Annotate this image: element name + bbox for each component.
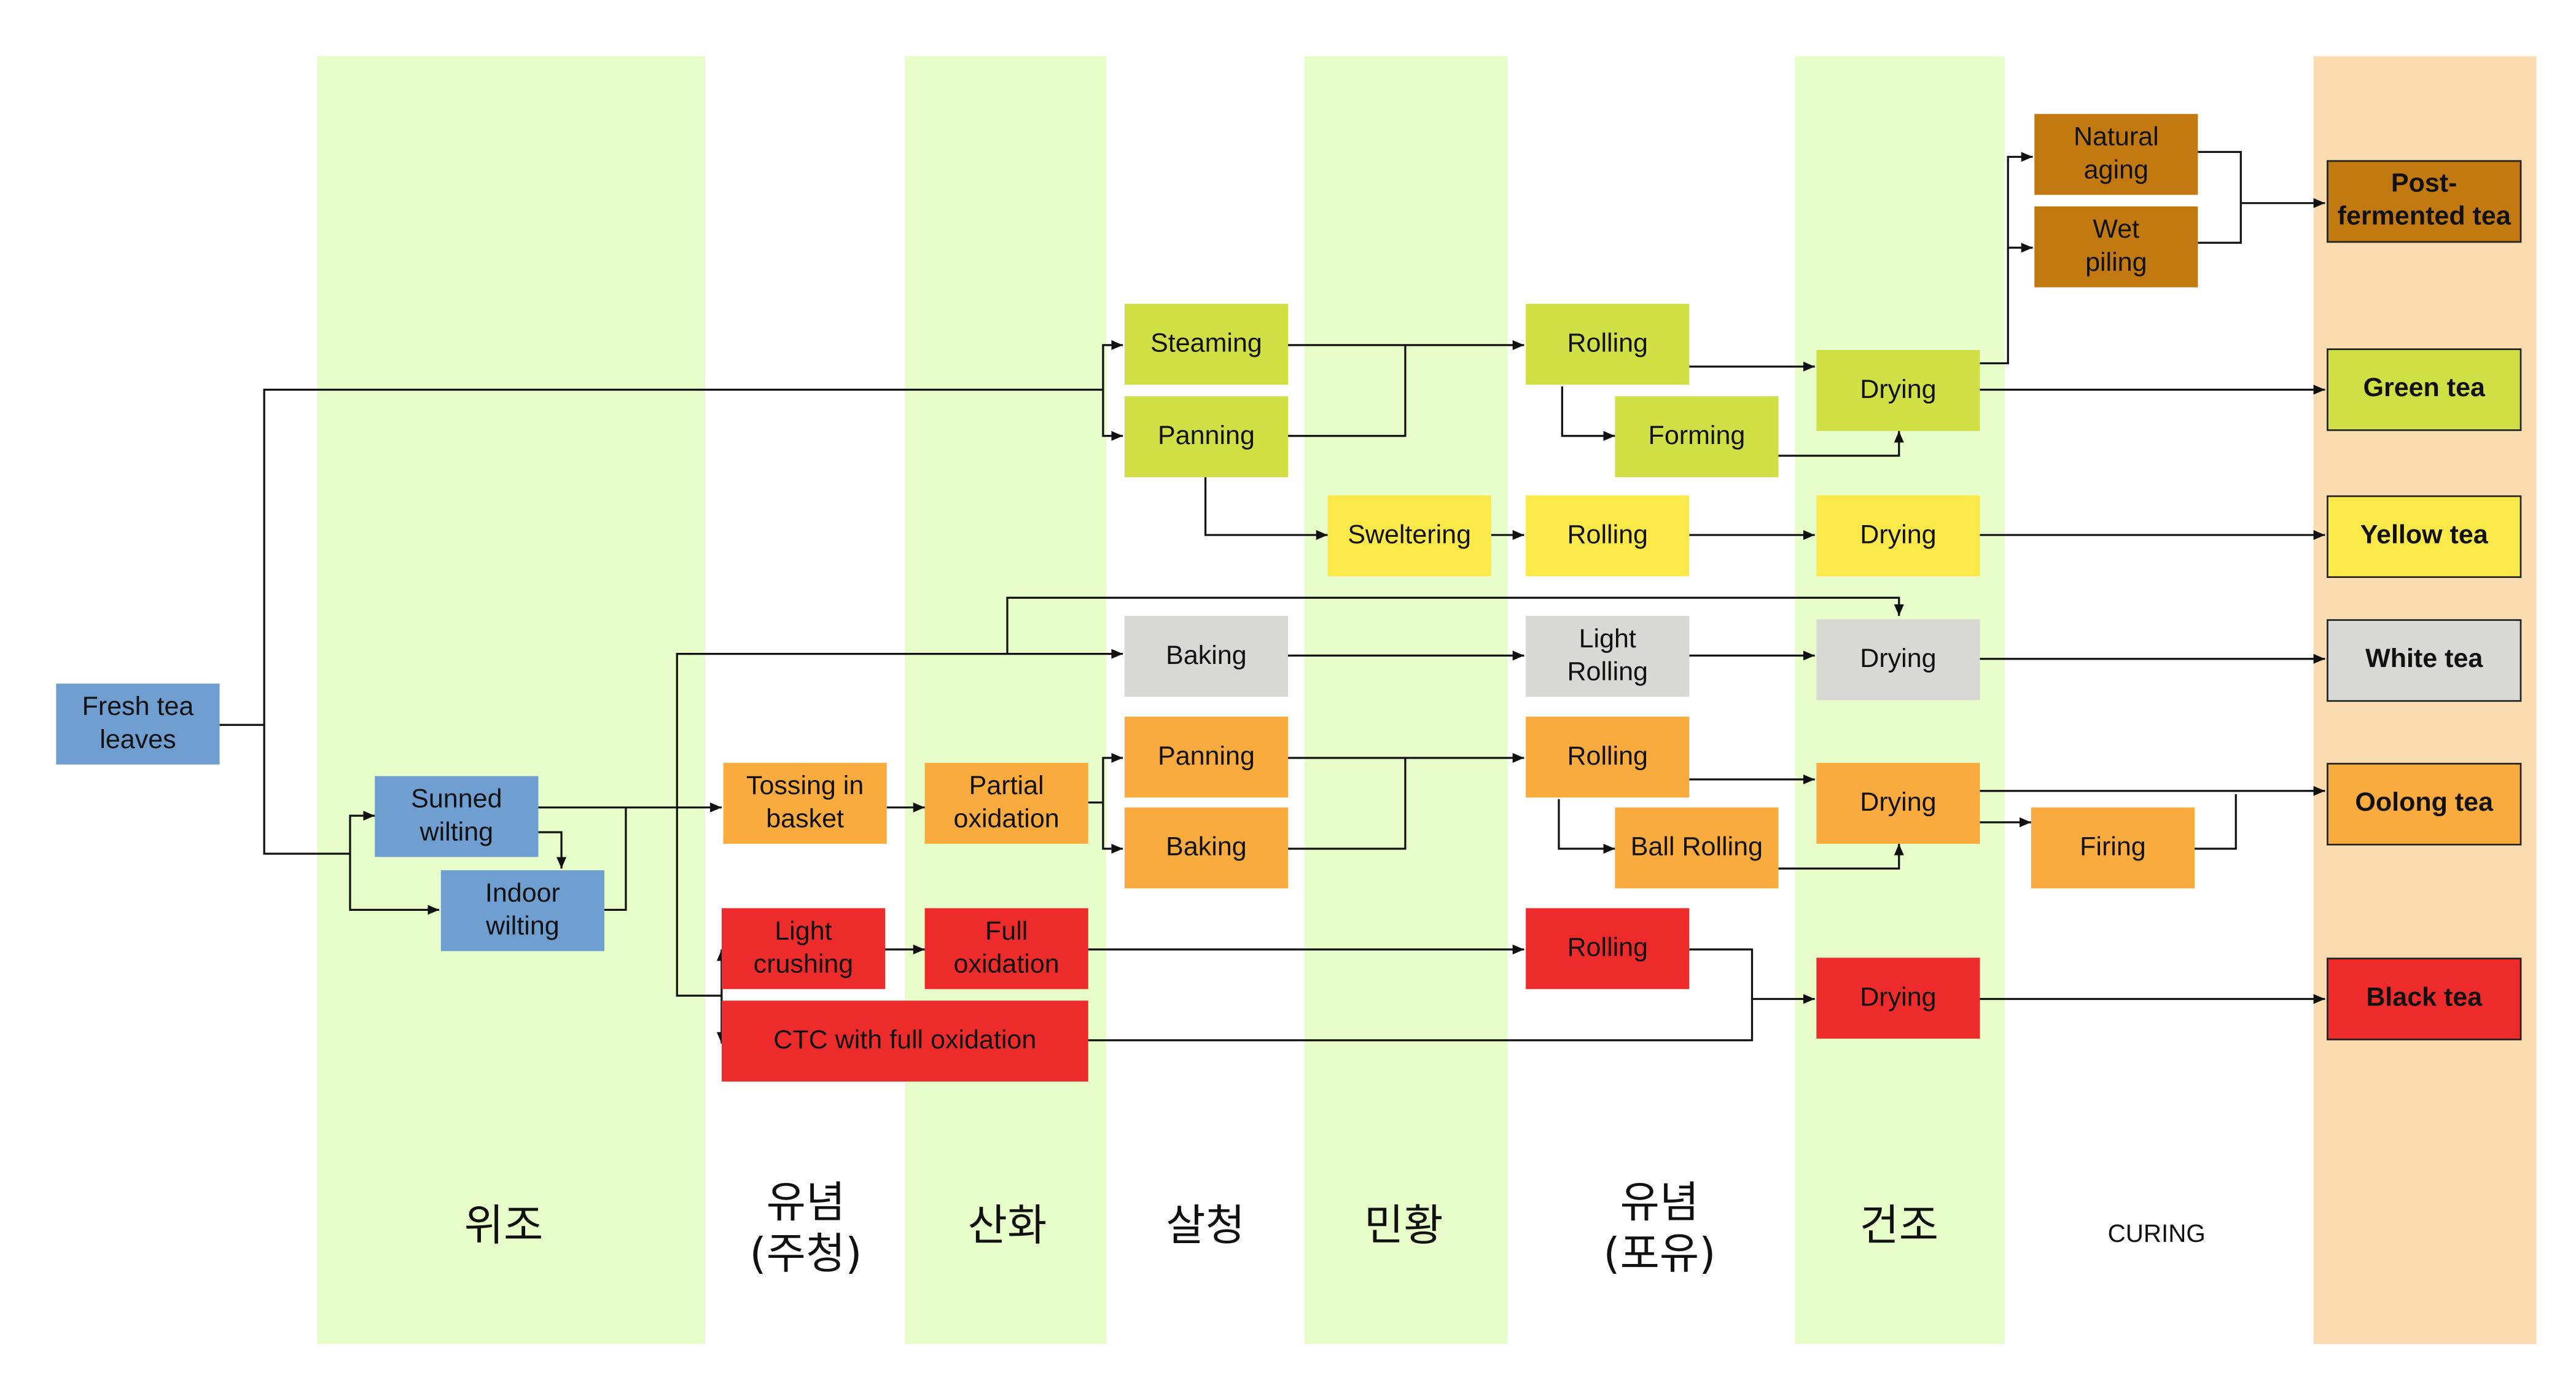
stage-label-curing: CURING — [2107, 1220, 2206, 1249]
stage-label-oxidation: 산화 — [967, 1202, 1047, 1252]
node-light-crushing: Light crushing — [721, 908, 886, 989]
band-oxidation — [905, 56, 1107, 1344]
node-panning-oolong: Panning — [1124, 716, 1289, 798]
node-ctc: CTC with full oxidation — [721, 1001, 1088, 1082]
node-forming: Forming — [1615, 396, 1779, 477]
node-indoor-wilting: Indoor wilting — [440, 870, 604, 951]
node-rolling-black: Rolling — [1526, 908, 1690, 989]
node-fresh-leaves: Fresh tea leaves — [56, 684, 220, 765]
node-baking-white: Baking — [1124, 615, 1289, 697]
node-baking-oolong: Baking — [1124, 807, 1289, 889]
stage-label-drying: 건조 — [1859, 1202, 1939, 1252]
output-yellow-tea: Yellow tea — [2327, 495, 2522, 578]
stage-label-rolling-2: 유념 (포유) — [1603, 1179, 1716, 1281]
stage-label-yellowing: 민황 — [1364, 1202, 1443, 1252]
node-ball-rolling: Ball Rolling — [1615, 807, 1779, 889]
node-drying-black: Drying — [1816, 958, 1980, 1039]
node-rolling-oolong: Rolling — [1526, 716, 1690, 798]
node-sunned-wilting: Sunned wilting — [375, 776, 539, 857]
stage-label-fixing: 살청 — [1166, 1202, 1245, 1252]
node-drying-oolong: Drying — [1816, 763, 1980, 844]
output-oolong-tea: Oolong tea — [2327, 763, 2522, 846]
node-firing: Firing — [2031, 807, 2195, 889]
node-partial-oxidation: Partial oxidation — [924, 763, 1088, 844]
output-postfermented-tea: Post- fermented tea — [2327, 160, 2522, 243]
node-rolling-yellow: Rolling — [1526, 495, 1690, 577]
node-drying-yellow: Drying — [1816, 495, 1980, 577]
band-yellowing — [1304, 56, 1508, 1344]
output-white-tea: White tea — [2327, 619, 2522, 702]
node-full-oxidation: Full oxidation — [924, 908, 1088, 989]
node-tossing-basket: Tossing in basket — [723, 763, 887, 844]
node-rolling-green: Rolling — [1526, 303, 1690, 385]
node-drying-green: Drying — [1816, 349, 1980, 431]
node-wet-piling: Wet piling — [2034, 206, 2198, 287]
output-black-tea: Black tea — [2327, 958, 2522, 1040]
node-panning-green: Panning — [1124, 396, 1289, 477]
stage-label-withering: 위조 — [464, 1202, 544, 1252]
node-drying-white: Drying — [1816, 619, 1980, 700]
band-drying — [1795, 56, 2005, 1344]
band-withering — [317, 56, 705, 1344]
stage-label-rolling-1: 유념 (주청) — [749, 1179, 862, 1281]
node-steaming: Steaming — [1124, 303, 1289, 385]
node-light-rolling: Light Rolling — [1526, 615, 1690, 697]
node-sweltering: Sweltering — [1327, 495, 1491, 577]
node-natural-aging: Natural aging — [2034, 114, 2198, 195]
output-green-tea: Green tea — [2327, 348, 2522, 431]
